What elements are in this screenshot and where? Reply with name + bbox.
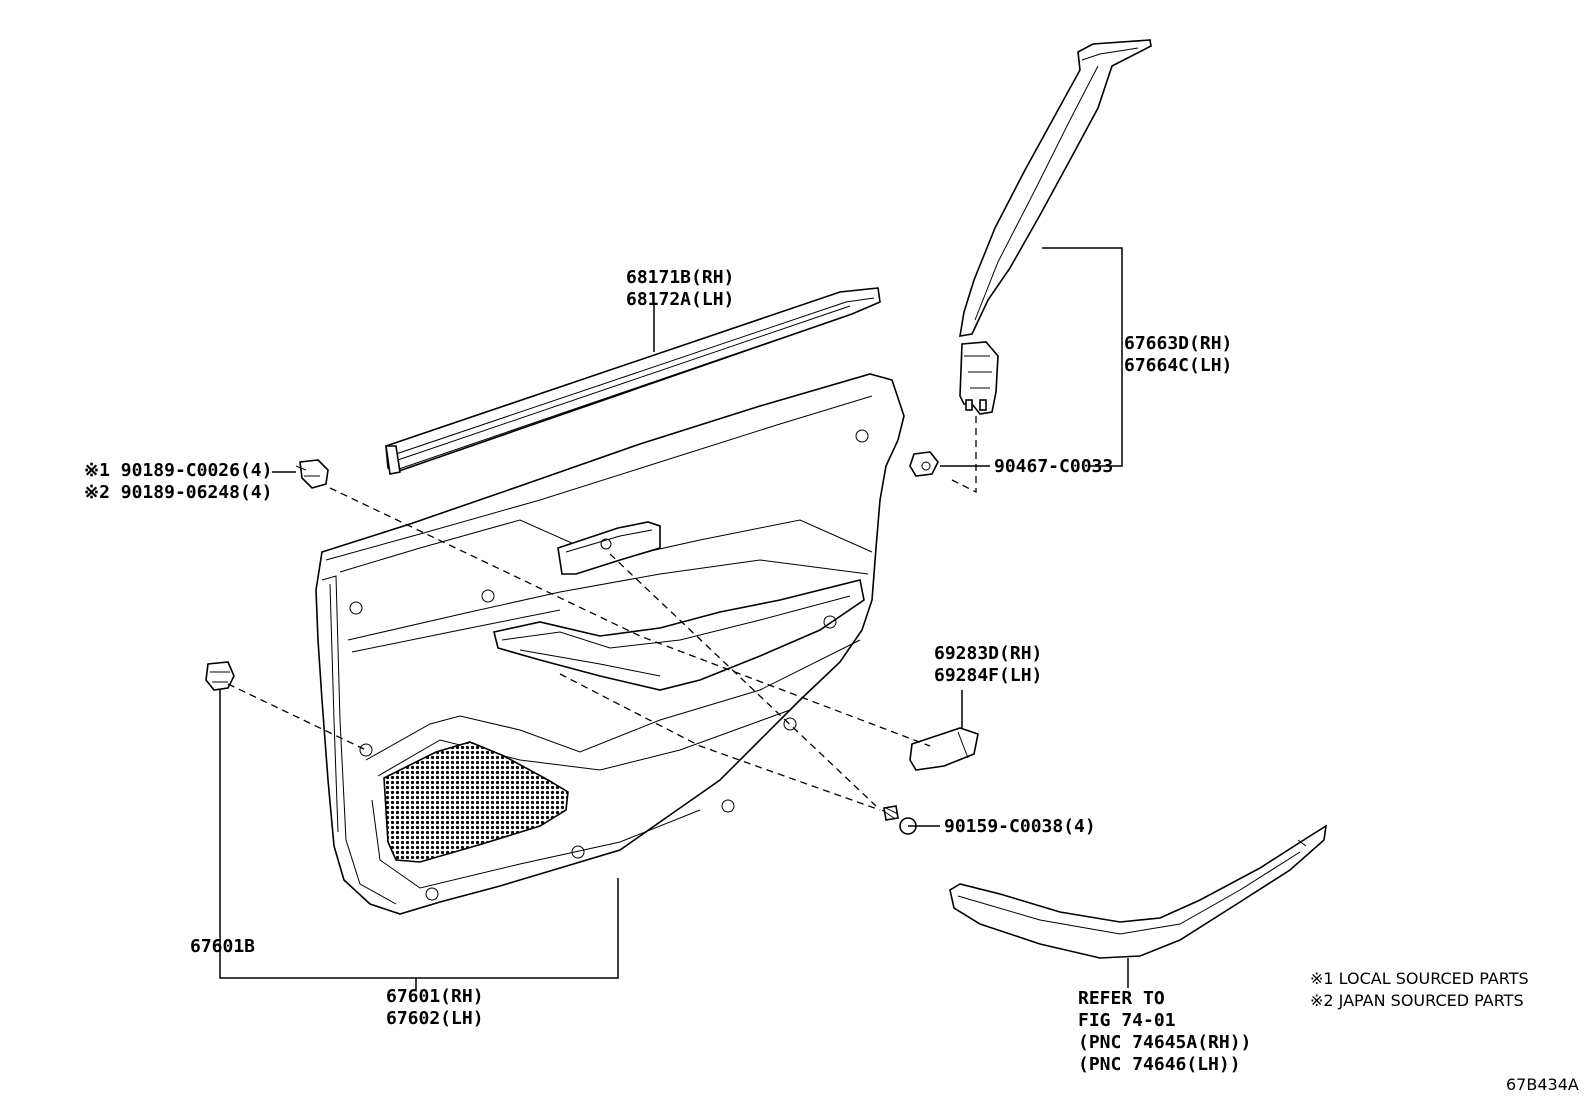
label-nut: 90467-C0033 (994, 456, 1113, 477)
label-moulding-rh: 68171B(RH) (626, 267, 734, 288)
label-clip-left: 67601B (190, 936, 255, 957)
clip-left (205, 661, 235, 691)
label-refer-2: FIG 74-01 (1078, 1010, 1176, 1031)
leader-lines (219, 247, 1129, 990)
handle-cover (909, 727, 979, 771)
label-refer-3: (PNC 74645A(RH)) (1078, 1032, 1251, 1053)
label-clip-top-1: ※1 90189-C0026(4) (84, 460, 272, 481)
screw (881, 805, 917, 835)
label-handle-cover-rh: 69283D(RH) (934, 643, 1042, 664)
label-refer-4: (PNC 74646(LH)) (1078, 1054, 1241, 1075)
label-screw: 90159-C0038(4) (944, 816, 1096, 837)
note-japan-sourced: ※2 JAPAN SOURCED PARTS (1310, 991, 1524, 1010)
door-trim-panel (315, 373, 905, 915)
nut (909, 451, 939, 477)
note-local-sourced: ※1 LOCAL SOURCED PARTS (1310, 969, 1529, 988)
assembly-lines (227, 487, 931, 811)
lower-garnish (949, 824, 1328, 959)
label-moulding-lh: 68172A(LH) (626, 289, 734, 310)
label-handle-cover-lh: 69284F(LH) (934, 665, 1042, 686)
label-pillar-lh: 67664C(LH) (1124, 355, 1232, 376)
belt-moulding (385, 287, 881, 475)
label-clip-top-2: ※2 90189-06248(4) (84, 482, 272, 503)
label-door-trim-lh: 67602(LH) (386, 1008, 484, 1029)
clip-top (295, 459, 329, 489)
pillar-garnish (951, 39, 1152, 494)
figure-code: 67B434A (1506, 1075, 1579, 1094)
label-pillar-rh: 67663D(RH) (1124, 333, 1232, 354)
label-door-trim-rh: 67601(RH) (386, 986, 484, 1007)
label-refer-1: REFER TO (1078, 988, 1165, 1009)
